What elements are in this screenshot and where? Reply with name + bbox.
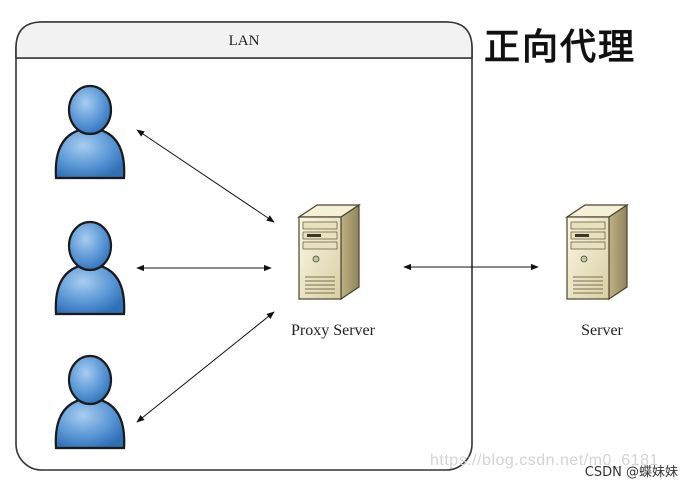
lan-frame [15, 21, 473, 471]
user3-proxy-arrow [136, 311, 275, 423]
server-label: Server [581, 322, 623, 339]
page-title: 正向代理 [484, 27, 637, 68]
blog-url-watermark: https://blog.csdn.net/m0_6181 [430, 452, 659, 469]
server-icon [566, 204, 628, 300]
csdn-watermark: CSDN @蝶妹妹 [584, 465, 678, 480]
proxy-server-icon [298, 204, 360, 300]
user1-proxy-arrow [136, 129, 275, 223]
proxy-server-label: Proxy Server [291, 322, 376, 339]
lan-label: LAN [229, 33, 260, 49]
